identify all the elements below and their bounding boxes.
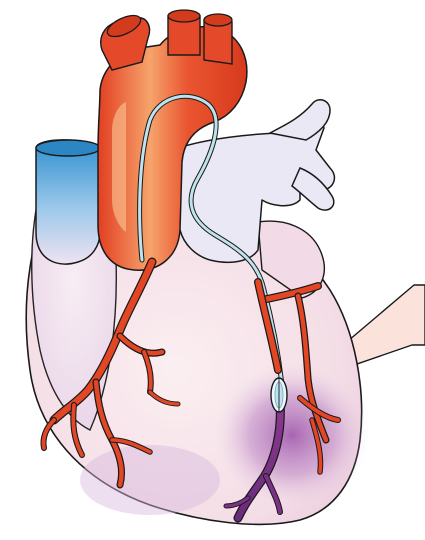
balloon-catheter-icon [271, 378, 287, 412]
aorta-highlight [112, 102, 126, 232]
ischemic-region [214, 363, 370, 507]
superior-vena-cava [36, 140, 100, 264]
left-subclavian-opening [204, 14, 232, 26]
vena-cava-opening [36, 140, 100, 156]
left-carotid-opening [168, 10, 200, 22]
ischemic-region-lower [80, 445, 220, 515]
